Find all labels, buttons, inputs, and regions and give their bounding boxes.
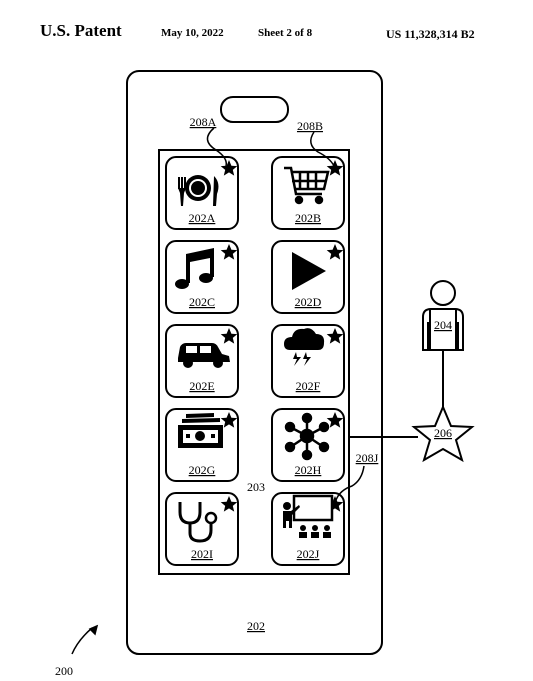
figure-200-arrowhead <box>88 624 99 636</box>
money-icon <box>178 413 223 448</box>
patent-title: U.S. Patent <box>40 21 122 40</box>
callout-208j-leader <box>335 465 365 501</box>
favorite-star-icon <box>220 160 238 176</box>
car-icon <box>178 343 230 368</box>
large-star-icon <box>411 404 475 463</box>
callout-label-208a: 208A <box>190 115 217 129</box>
shopping-cart-icon <box>284 166 330 205</box>
callout-208b-leader <box>310 131 335 167</box>
patent-number: US 11,328,314 B2 <box>386 27 475 41</box>
callout-label-208b: 208B <box>297 119 323 133</box>
device-label-202: 202 <box>247 619 265 633</box>
presentation-icon <box>283 494 334 538</box>
patent-date: May 10, 2022 <box>161 27 224 39</box>
tile-label-202a: 202A <box>189 211 216 225</box>
callout-208a-leader <box>206 127 228 167</box>
user-figure <box>422 280 464 407</box>
favorite-star-icon <box>220 496 238 512</box>
favorite-star-icon <box>326 244 344 260</box>
dining-icon <box>178 175 219 206</box>
tile-label-202d: 202D <box>295 295 322 309</box>
tile-label-202i: 202I <box>191 547 213 561</box>
tile-label-202j: 202J <box>297 547 320 561</box>
favorite-star-icon <box>326 160 344 176</box>
app-tile-202i <box>165 492 239 566</box>
favorite-star-icon <box>326 412 344 428</box>
play-icon <box>292 252 326 290</box>
favorite-star-icon <box>326 328 344 344</box>
star-label-206: 206 <box>434 426 452 440</box>
tile-label-202g: 202G <box>189 463 216 477</box>
device-outline <box>126 70 383 655</box>
network-icon <box>284 412 330 461</box>
tile-label-202c: 202C <box>189 295 215 309</box>
favorite-star-icon <box>220 328 238 344</box>
sheet-number: Sheet 2 of 8 <box>258 27 313 39</box>
callout-label-208j: 208J <box>356 451 379 465</box>
storm-cloud-icon <box>284 328 325 366</box>
figure-label-200: 200 <box>55 664 73 678</box>
screen-area <box>158 149 350 575</box>
screen-label-203: 203 <box>247 480 265 494</box>
speaker-slot <box>220 96 289 123</box>
tile-label-202h: 202H <box>295 463 322 477</box>
tile-label-202f: 202F <box>296 379 321 393</box>
tile-label-202b: 202B <box>295 211 321 225</box>
tile-label-202e: 202E <box>189 379 214 393</box>
favorite-star-icon <box>220 412 238 428</box>
favorite-star-icon <box>220 244 238 260</box>
figure-200-leader <box>71 627 93 655</box>
music-note-icon <box>175 248 214 289</box>
user-label-204: 204 <box>434 318 452 332</box>
stethoscope-icon <box>178 502 218 543</box>
